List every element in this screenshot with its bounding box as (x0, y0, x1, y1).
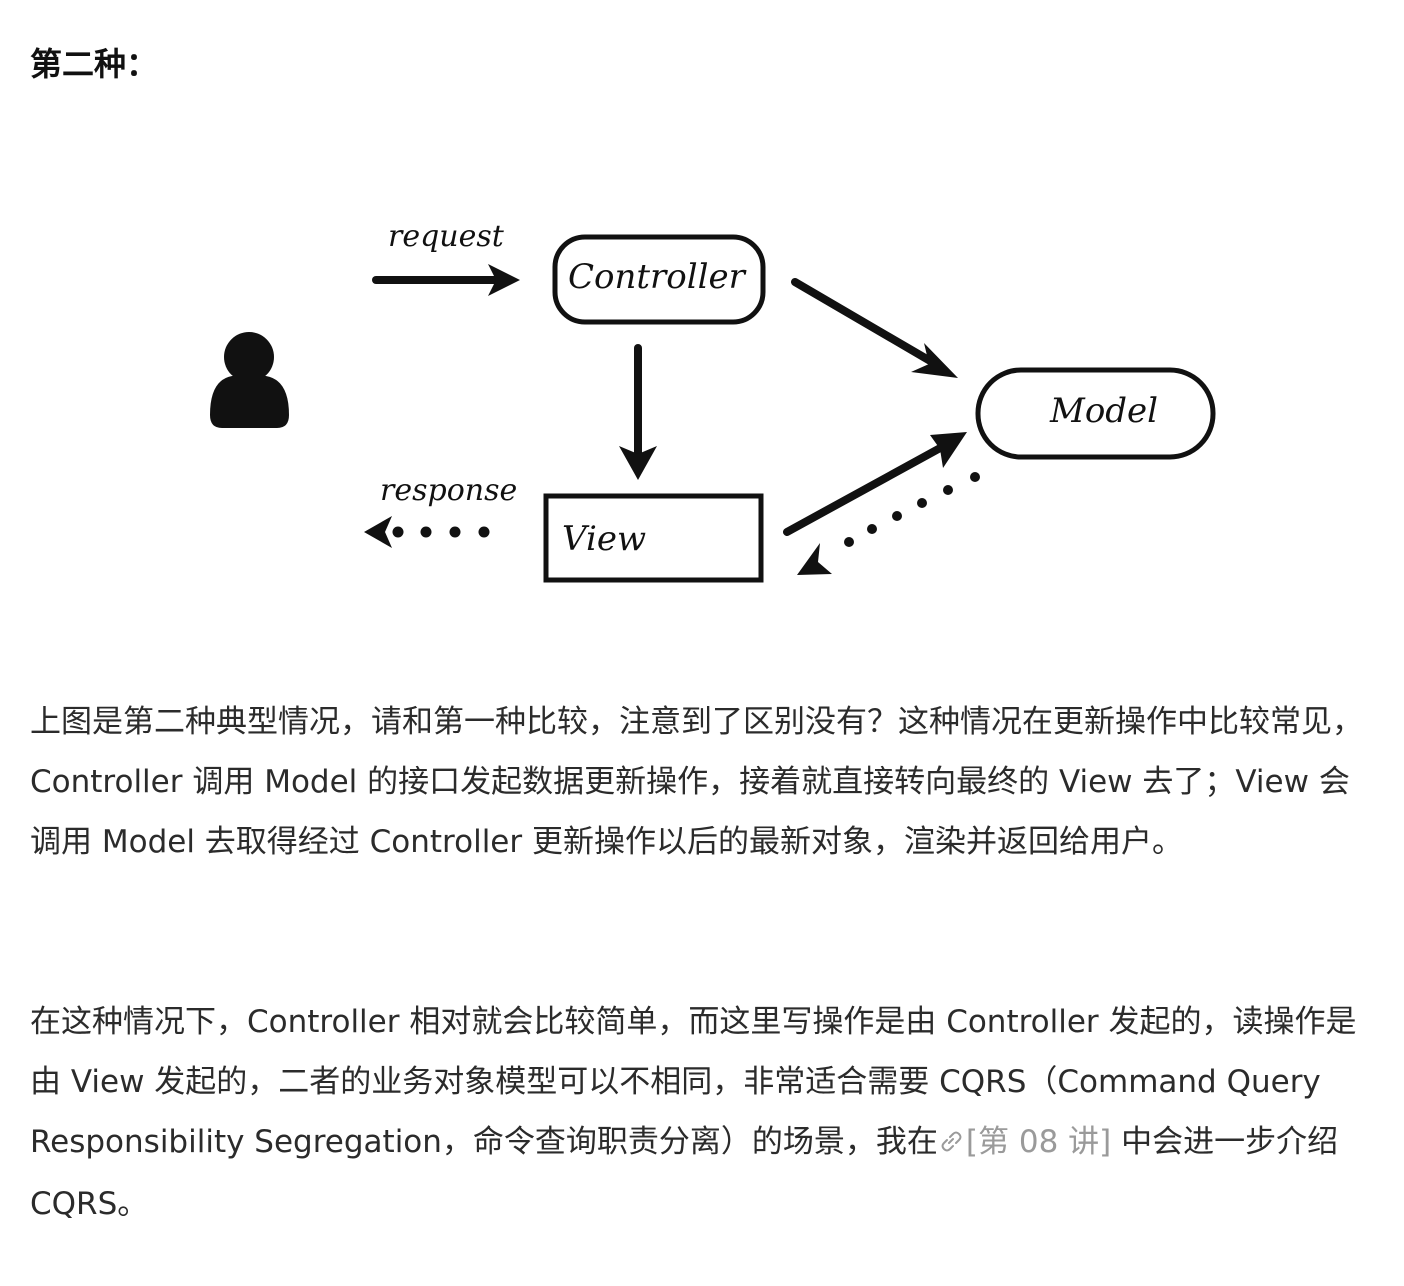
paragraph-1: 上图是第二种典型情况，请和第一种比较，注意到了区别没有？这种情况在更新操作中比较… (30, 704, 1363, 860)
view-label: View (562, 519, 646, 559)
request-arrow (372, 264, 520, 296)
paragraph-2-text-before-link: 在这种情况下，Controller 相对就会比较简单，而这里写操作是由 Cont… (30, 1004, 1357, 1160)
lecture-08-link-text: [第 08 讲] (965, 1124, 1112, 1160)
controller-to-view-arrow (619, 344, 657, 480)
lecture-08-link[interactable]: [第 08 讲] (938, 1124, 1111, 1160)
paragraph-2-text-after-link: 中会进一步介绍 CQRS。 (30, 1124, 1339, 1222)
section-heading: 第二种： (30, 45, 159, 83)
user-icon (210, 332, 289, 428)
controller-to-model-arrow (791, 278, 958, 378)
model-box (975, 367, 1216, 460)
controller-label: Controller (568, 257, 747, 297)
model-label: Model (1049, 391, 1158, 431)
model-to-view-dotted-arrow (797, 472, 980, 575)
response-label: response (380, 473, 517, 508)
link-icon (938, 1114, 964, 1174)
view-to-model-arrow (783, 432, 967, 536)
paragraph-2: 在这种情况下，Controller 相对就会比较简单，而这里写操作是由 Cont… (30, 992, 1375, 1234)
mvc-diagram: request Controller Model View (180, 200, 1240, 600)
request-label: request (388, 219, 505, 254)
view-box (543, 493, 764, 583)
mvc-diagram-svg: request Controller Model View (210, 219, 1216, 583)
response-dotted-arrow (364, 516, 490, 548)
controller-box (552, 234, 766, 325)
